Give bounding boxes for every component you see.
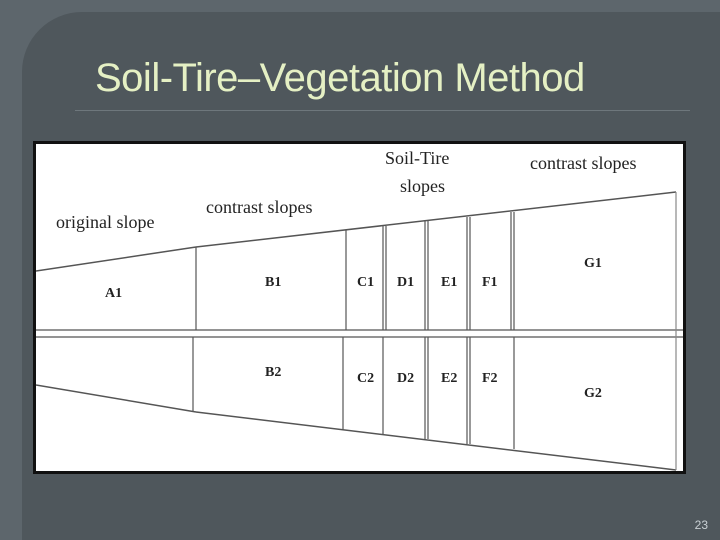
plot-label-a1: A1 xyxy=(105,286,122,301)
plot-label-b2: B2 xyxy=(265,365,281,380)
plot-label-d2: D2 xyxy=(397,371,414,386)
slope-boundary-top-right xyxy=(195,191,677,248)
plot-label-c1: C1 xyxy=(357,275,374,290)
slope-boundary-bottom-left xyxy=(36,384,197,413)
plot-label-c2: C2 xyxy=(357,371,374,386)
plot-label-f1: F1 xyxy=(482,275,498,290)
title-divider xyxy=(75,110,690,111)
header-original-slope: original slope xyxy=(56,212,154,232)
header-soil-tire-line1: Soil-Tire xyxy=(385,148,449,168)
plot-label-e2: E2 xyxy=(441,371,457,386)
plot-label-f2: F2 xyxy=(482,371,498,386)
plot-label-e1: E1 xyxy=(441,275,457,290)
page-number: 23 xyxy=(694,518,708,532)
header-soil-tire-line2: slopes xyxy=(400,176,445,196)
plot-label-d1: D1 xyxy=(397,275,414,290)
diagram-background xyxy=(36,144,683,471)
plot-label-g2: G2 xyxy=(584,386,602,401)
slide-title: Soil-Tire–Vegetation Method xyxy=(95,56,585,100)
plot-label-g1: G1 xyxy=(584,256,602,271)
plot-label-b1: B1 xyxy=(265,275,281,290)
slope-boundary-top-left xyxy=(36,246,197,272)
header-contrast-slopes-right: contrast slopes xyxy=(530,153,636,173)
plot-layout-diagram: original slope contrast slopes Soil-Tire… xyxy=(36,144,683,471)
header-contrast-slopes-left: contrast slopes xyxy=(206,197,312,217)
plot-layout-figure: original slope contrast slopes Soil-Tire… xyxy=(33,141,686,474)
slope-boundary-bottom-right xyxy=(195,411,677,471)
